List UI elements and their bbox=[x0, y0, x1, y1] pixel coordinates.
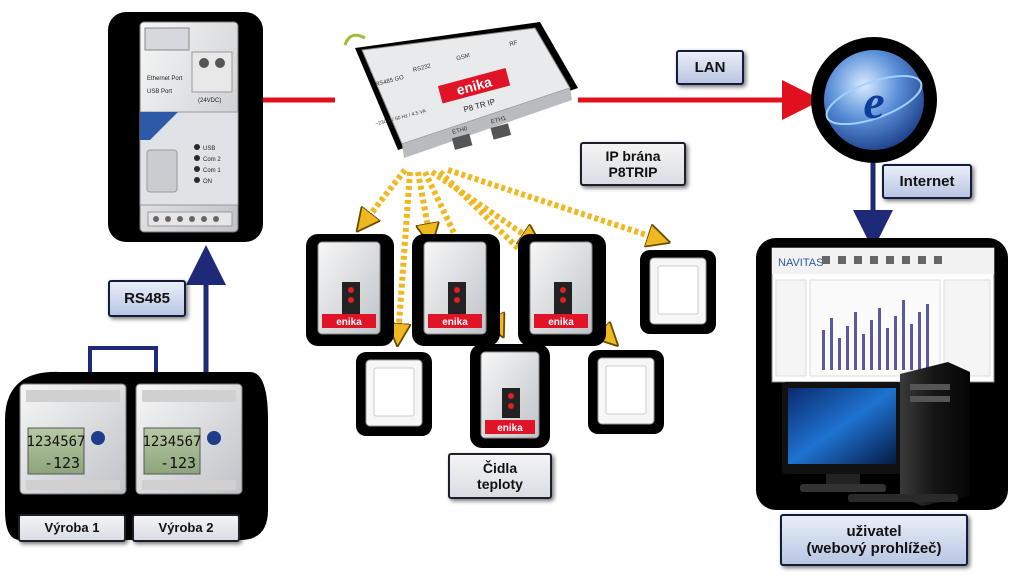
sensor-brand-logo: enika bbox=[442, 317, 468, 328]
sensors-label-line: Čidla bbox=[482, 459, 518, 476]
sensor-brand-logo: enika bbox=[548, 317, 574, 328]
monitor-brand-logo: NAVITAS bbox=[778, 257, 823, 269]
rs485-label: RS485 bbox=[108, 280, 186, 317]
lan-label: LAN bbox=[676, 50, 744, 85]
sensor-room-unit bbox=[356, 352, 432, 436]
temperature-sensors: enika enika enika enika bbox=[306, 234, 716, 448]
internet-globe-icon: e bbox=[811, 37, 937, 163]
meter-bridge-link bbox=[88, 346, 158, 383]
wireless-links bbox=[362, 167, 662, 340]
gateway-device: enika P8 TR IP RS485 GO RS232 GSM RF ETH… bbox=[343, 22, 578, 158]
converter-led-label: Com 2 bbox=[203, 157, 221, 163]
rs485-label-text: RS485 bbox=[124, 289, 170, 307]
gateway-port-label: RF bbox=[509, 40, 519, 48]
sensor-room-unit bbox=[588, 350, 664, 434]
energy-meter: 1234567 -123 bbox=[19, 383, 127, 495]
sensor-unit: enika bbox=[306, 234, 394, 346]
gateway-label-line: IP brána bbox=[605, 147, 661, 164]
sensor-unit: enika bbox=[412, 234, 500, 346]
energy-meter: 1234567 -123 bbox=[135, 383, 243, 495]
sensor-brand-logo: enika bbox=[497, 423, 523, 434]
converter-port-label: USB Port bbox=[147, 89, 172, 95]
production-2-label: Výroba 2 bbox=[132, 514, 240, 542]
meter-display-bottom: -123 bbox=[160, 454, 196, 472]
meter-display-top: 1234567 bbox=[142, 434, 201, 450]
meter-display-top: 1234567 bbox=[26, 434, 85, 450]
gateway-port-label: ETH0 bbox=[452, 126, 469, 136]
gateway-port-label: GSM bbox=[456, 53, 471, 62]
meter-display-bottom: -123 bbox=[44, 454, 80, 472]
lan-label-text: LAN bbox=[694, 58, 726, 76]
gateway-label: IP brána P8TRIP bbox=[580, 142, 686, 186]
gateway-port-label: RS232 bbox=[412, 63, 432, 74]
sensors-label-line: teploty bbox=[477, 476, 523, 492]
user-label-line: (webový prohlížeč) bbox=[806, 540, 942, 557]
sensor-unit: enika bbox=[518, 234, 606, 346]
sensors-label: Čidla teploty bbox=[448, 453, 552, 499]
svg-text:e: e bbox=[863, 76, 884, 129]
user-label-line: uživatel bbox=[846, 522, 902, 540]
sensor-unit: enika bbox=[470, 344, 550, 448]
converter-led-label: Com 1 bbox=[203, 168, 221, 174]
production-2-text: Výroba 2 bbox=[158, 519, 214, 535]
production-1-text: Výroba 1 bbox=[44, 519, 100, 535]
user-label: uživatel (webový prohlížeč) bbox=[780, 514, 968, 566]
gateway-port-label: ETH1 bbox=[490, 116, 507, 126]
user-computer: NAVITAS bbox=[756, 238, 1008, 510]
sensor-room-unit bbox=[640, 250, 716, 334]
sensor-brand-logo: enika bbox=[336, 317, 362, 328]
rs485-converter: Ethernet Port USB Port (24VDC) USB Com 2… bbox=[108, 12, 263, 242]
converter-power-label: (24VDC) bbox=[198, 98, 221, 104]
production-1-label: Výroba 1 bbox=[18, 514, 126, 542]
energy-meters: 1234567 -123 1234567 -123 bbox=[5, 371, 268, 540]
internet-label: Internet bbox=[882, 164, 972, 199]
converter-port-label: Ethernet Port bbox=[147, 76, 183, 82]
internet-label-text: Internet bbox=[899, 172, 955, 190]
converter-led-label: ON bbox=[203, 179, 212, 185]
converter-led-label: USB bbox=[203, 146, 215, 152]
gateway-label-line: P8TRIP bbox=[608, 164, 658, 180]
